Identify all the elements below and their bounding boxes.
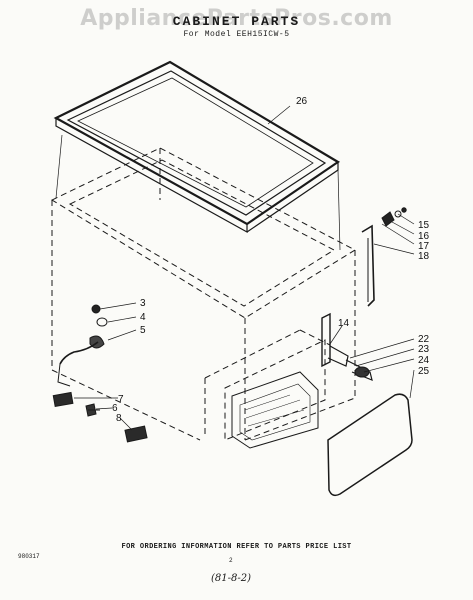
callout-24: 24 [418, 355, 430, 366]
parts-6-7-8 [52, 391, 148, 443]
callout-25: 25 [418, 366, 430, 377]
callout-3: 3 [140, 298, 146, 309]
callout-8: 8 [116, 413, 122, 424]
callout-17: 17 [418, 241, 430, 252]
callout-4: 4 [140, 312, 146, 323]
page-number: 2 [229, 557, 233, 564]
ordering-note: FOR ORDERING INFORMATION REFER TO PARTS … [121, 543, 352, 551]
compressor-compartment [231, 371, 319, 449]
callout-23: 23 [418, 344, 430, 355]
model-subtitle: For Model EEH15ICW-5 [183, 30, 290, 39]
callout-16: 16 [418, 231, 430, 242]
side-access-panel [327, 393, 413, 497]
cord-parts-3-5 [57, 304, 108, 387]
hinge-hardware [361, 207, 407, 307]
callout-22: 22 [418, 334, 430, 345]
document-number: 980317 [18, 553, 40, 560]
callout-15: 15 [418, 220, 430, 231]
lid-part-26 [53, 60, 341, 234]
leader-lines [74, 105, 415, 431]
page-title: CABINET PARTS [172, 14, 301, 29]
watermark: AppliancePartsPros.com [80, 6, 393, 31]
callout-14: 14 [338, 318, 350, 329]
callout-7: 7 [118, 394, 124, 405]
callout-6: 6 [112, 403, 118, 414]
callout-18: 18 [418, 251, 430, 262]
handwritten-code: (81-8-2) [211, 573, 252, 584]
latch-assembly [321, 312, 373, 381]
callout-labels: 26 15 16 17 18 3 4 5 14 22 23 24 25 7 6 … [112, 96, 430, 424]
callout-5: 5 [140, 325, 146, 336]
cabinet-outline [50, 147, 357, 441]
callout-26: 26 [296, 96, 308, 107]
